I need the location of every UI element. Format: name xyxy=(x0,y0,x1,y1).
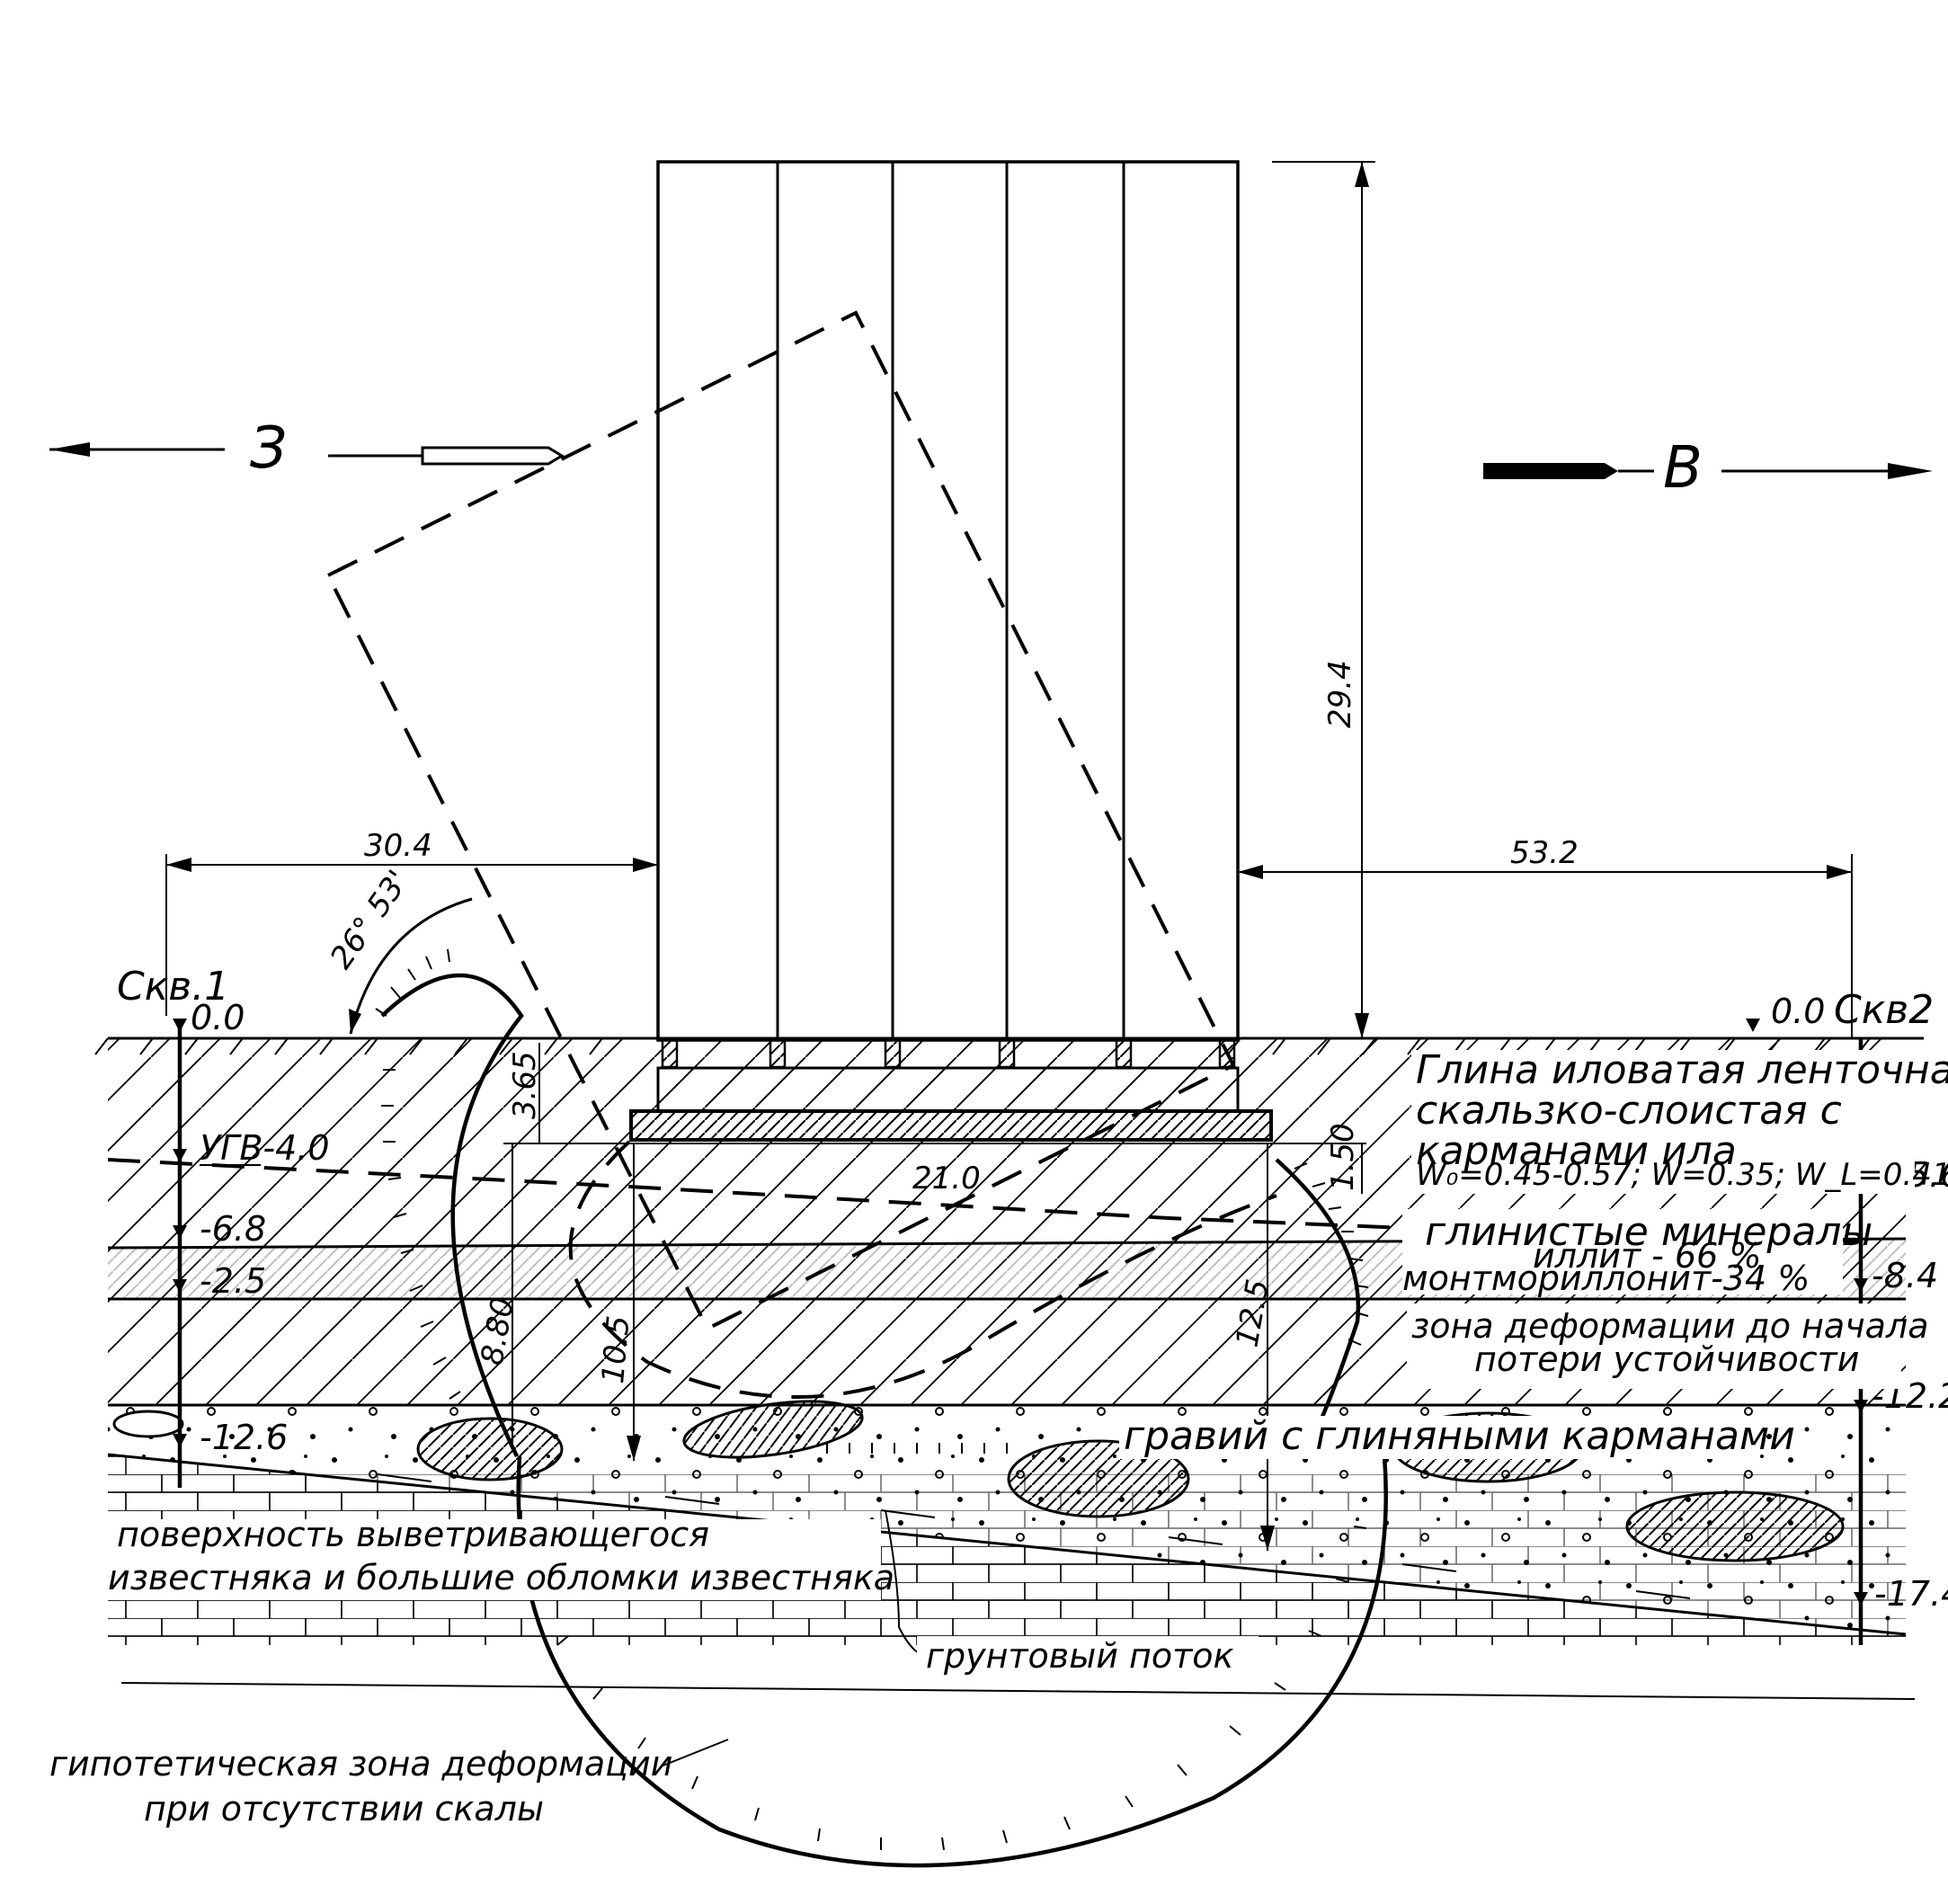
limestone-label-2: известняка и большие обломки известняка xyxy=(108,1558,894,1597)
dim-left-offset: 30.4 xyxy=(364,828,432,864)
west-arrow-shaft xyxy=(421,446,565,466)
elev-left-12-6: -12.6 xyxy=(200,1418,288,1457)
basement xyxy=(656,1066,1240,1113)
dim-foundation-width: 21.0 xyxy=(912,1161,981,1197)
borehole-right: 0.0 Скв2 -5.6 -8.4 -12.2 -17.4 xyxy=(1746,987,1948,1645)
foundation-slab xyxy=(629,1109,1273,1142)
deformation-zone-right xyxy=(1275,1158,1361,1440)
slip-surface-line xyxy=(568,1140,1277,1400)
dim-depth-a: 3.65 xyxy=(507,1051,543,1119)
deform-label-1: зона деформации до начала xyxy=(1411,1306,1929,1346)
tilted-building-outline xyxy=(325,310,1236,1331)
groundwater-label: грунтовый поток xyxy=(926,1636,1233,1676)
borehole-right-top-elev: 0.0 xyxy=(1771,992,1825,1031)
dim-building-height: 29.4 xyxy=(1322,660,1358,728)
direction-east: В xyxy=(1483,435,1933,502)
angle-arc xyxy=(349,897,473,1035)
hypothetical-label-1: гипотетическая зона деформации xyxy=(49,1744,672,1784)
deformation-zone-left xyxy=(380,973,524,1457)
clay-props: W₀=0.45-0.57; W=0.35; W_L=0.41 xyxy=(1416,1157,1948,1193)
direction-west: З xyxy=(49,415,565,482)
dim-right-offset: 53.2 xyxy=(1510,835,1579,871)
building xyxy=(503,160,1366,1144)
dim-angle: 26° 53' xyxy=(324,864,417,975)
direction-east-label: В xyxy=(1663,435,1703,502)
dim-slab-step: 1.50 xyxy=(1325,1123,1361,1191)
borehole-left: Скв.1 0.0 УГВ-4.0 -6.8 -2.5 -12.6 xyxy=(117,964,330,1488)
borehole-left-name: Скв.1 xyxy=(117,964,229,1010)
hypothetical-label-2: при отсутствии скалы xyxy=(144,1789,544,1828)
east-arrow-shaft xyxy=(1483,463,1618,479)
minerals-label-2: иллит - 66 % xyxy=(1533,1236,1762,1276)
deformation-ticks-gravel xyxy=(826,1443,1008,1454)
limestone-label-1: поверхность выветривающегося xyxy=(117,1515,709,1554)
dim-depth-c: 10.5 xyxy=(595,1314,636,1385)
elev-right-17-4: -17.4 xyxy=(1874,1574,1948,1614)
borehole-left-top-marker xyxy=(173,1019,187,1032)
elev-left-6-8: -6.8 xyxy=(200,1209,266,1249)
gravel-label: гравий с глиняными карманами xyxy=(1124,1413,1795,1459)
building-body xyxy=(656,160,1240,1042)
clay-label-2: скальзко-слоистая с xyxy=(1416,1088,1842,1134)
soil-annotations: Глина иловатая ленточная скальзко-слоист… xyxy=(49,1047,1948,1828)
elev-right-8-4: -8.4 xyxy=(1872,1256,1938,1295)
elev-left-2-5: -2.5 xyxy=(200,1261,266,1301)
borehole-right-name: Скв2 xyxy=(1834,987,1934,1033)
clay-label-1: Глина иловатая ленточная xyxy=(1416,1047,1948,1093)
clay-label-3: карманами ила xyxy=(1416,1128,1737,1174)
dashed-lines xyxy=(107,310,1870,1400)
deformation-ticks-right xyxy=(1294,1162,1369,1346)
hypothetical-deformation-zone xyxy=(516,1455,1388,1868)
borehole-left-top-elev: 0.0 xyxy=(191,998,245,1037)
groundwater-level-line xyxy=(107,1158,1870,1242)
borehole-right-top-marker xyxy=(1746,1019,1760,1032)
elev-left-gwl: УГВ-4.0 xyxy=(200,1128,330,1168)
direction-west-label: З xyxy=(250,415,287,482)
deformation-ticks-left xyxy=(375,948,461,1400)
minerals-label-1: глинистые минералы xyxy=(1425,1209,1872,1255)
deform-label-2: потери устойчивости xyxy=(1474,1339,1859,1379)
minerals-label-3: монтмориллонит-34 % xyxy=(1402,1259,1810,1298)
